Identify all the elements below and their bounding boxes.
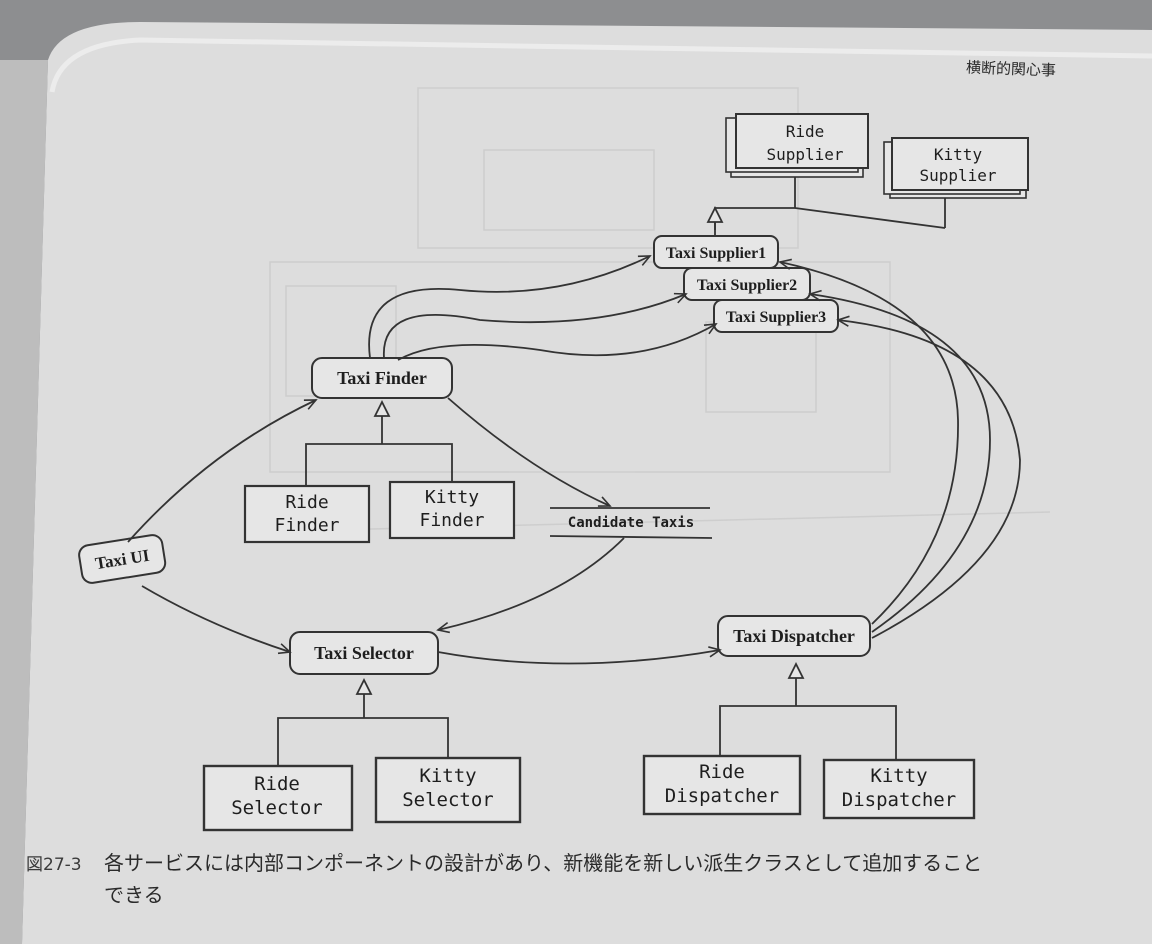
- taxi-supplier1-label: Taxi Supplier1: [666, 245, 766, 262]
- ride-dispatcher-box: Ride Dispatcher: [642, 754, 802, 816]
- arrow-finder-to-supplier2: [383, 292, 688, 359]
- taxi-supplier1-box: Taxi Supplier1: [653, 235, 779, 269]
- arrow-finder-to-supplier3: [397, 323, 718, 361]
- ride-selector-label-1: Ride: [254, 773, 300, 795]
- supplier-inheritance: [706, 177, 946, 236]
- taxi-ui-box: Taxi UI: [78, 534, 167, 584]
- taxi-supplier3-box: Taxi Supplier3: [713, 299, 839, 333]
- ride-selector-box: Ride Selector: [202, 764, 354, 832]
- taxi-selector-label: Taxi Selector: [314, 643, 414, 663]
- kitty-supplier-box: Kitty Supplier: [883, 137, 1029, 199]
- dependency-arrows: [127, 255, 1021, 665]
- kitty-dispatcher-box: Kitty Dispatcher: [822, 758, 976, 820]
- taxi-finder-box: Taxi Finder: [311, 357, 453, 399]
- page-edge-shadow: [0, 60, 48, 944]
- page-paper: [22, 22, 1152, 944]
- kitty-supplier-label-2: Supplier: [919, 166, 996, 185]
- kitty-selector-box: Kitty Selector: [374, 756, 522, 824]
- candidate-taxis-store: Candidate Taxis: [549, 507, 713, 539]
- ride-finder-box: Ride Finder: [243, 484, 371, 544]
- ride-supplier-label-1: Ride: [786, 122, 825, 141]
- arrow-dispatcher-to-supplier1: [778, 258, 959, 625]
- taxi-supplier2-label: Taxi Supplier2: [697, 277, 797, 294]
- arrow-finder-to-candidates: [447, 397, 612, 507]
- ride-finder-label-1: Ride: [285, 492, 328, 513]
- taxi-dispatcher-label: Taxi Dispatcher: [733, 626, 855, 646]
- dispatcher-inheritance: [719, 661, 897, 760]
- caption-line-2: できる: [104, 883, 164, 907]
- taxi-supplier3-label: Taxi Supplier3: [726, 309, 826, 326]
- running-header: 横断的関心事: [965, 58, 1057, 80]
- taxi-dispatcher-box: Taxi Dispatcher: [717, 615, 871, 657]
- kitty-supplier-label-1: Kitty: [934, 145, 983, 164]
- arrow-ui-to-selector: [141, 585, 292, 655]
- ride-supplier-label-2: Supplier: [766, 145, 843, 164]
- ride-selector-label-2: Selector: [231, 797, 323, 819]
- ride-dispatcher-label-2: Dispatcher: [665, 785, 779, 807]
- kitty-selector-label-2: Selector: [402, 789, 494, 811]
- taxi-supplier2-box: Taxi Supplier2: [683, 267, 811, 301]
- arrow-selector-to-dispatcher: [437, 646, 722, 665]
- arrow-finder-to-supplier1: [368, 255, 652, 359]
- kitty-selector-label-1: Kitty: [419, 765, 476, 787]
- kitty-dispatcher-label-2: Dispatcher: [842, 789, 956, 811]
- candidate-taxis-label: Candidate Taxis: [568, 515, 694, 531]
- kitty-finder-label-1: Kitty: [425, 487, 479, 508]
- taxi-selector-box: Taxi Selector: [289, 631, 439, 675]
- ride-finder-label-2: Finder: [274, 515, 339, 536]
- ride-dispatcher-label-1: Ride: [699, 761, 745, 783]
- arrow-dispatcher-to-supplier3: [836, 315, 1021, 639]
- kitty-finder-box: Kitty Finder: [388, 480, 516, 540]
- caption-line-1: 各サービスには内部コンポーネントの設計があり、新機能を新しい派生クラスとして追加…: [104, 851, 983, 875]
- arrow-ui-to-finder: [127, 399, 318, 543]
- arrow-dispatcher-to-supplier2: [808, 289, 991, 633]
- arrow-candidates-to-selector: [436, 537, 625, 634]
- finder-inheritance: [305, 399, 453, 486]
- kitty-dispatcher-label-1: Kitty: [870, 765, 927, 787]
- selector-inheritance: [277, 677, 449, 768]
- figure-number: 図27-3: [26, 855, 82, 875]
- page-curve-highlight: [49, 37, 1152, 93]
- taxi-finder-label: Taxi Finder: [337, 368, 427, 388]
- ride-supplier-box: Ride Supplier: [725, 113, 869, 178]
- kitty-finder-label-2: Finder: [419, 510, 484, 531]
- figure-caption: 図27-3 各サービスには内部コンポーネントの設計があり、新機能を新しい派生クラス…: [26, 848, 1152, 910]
